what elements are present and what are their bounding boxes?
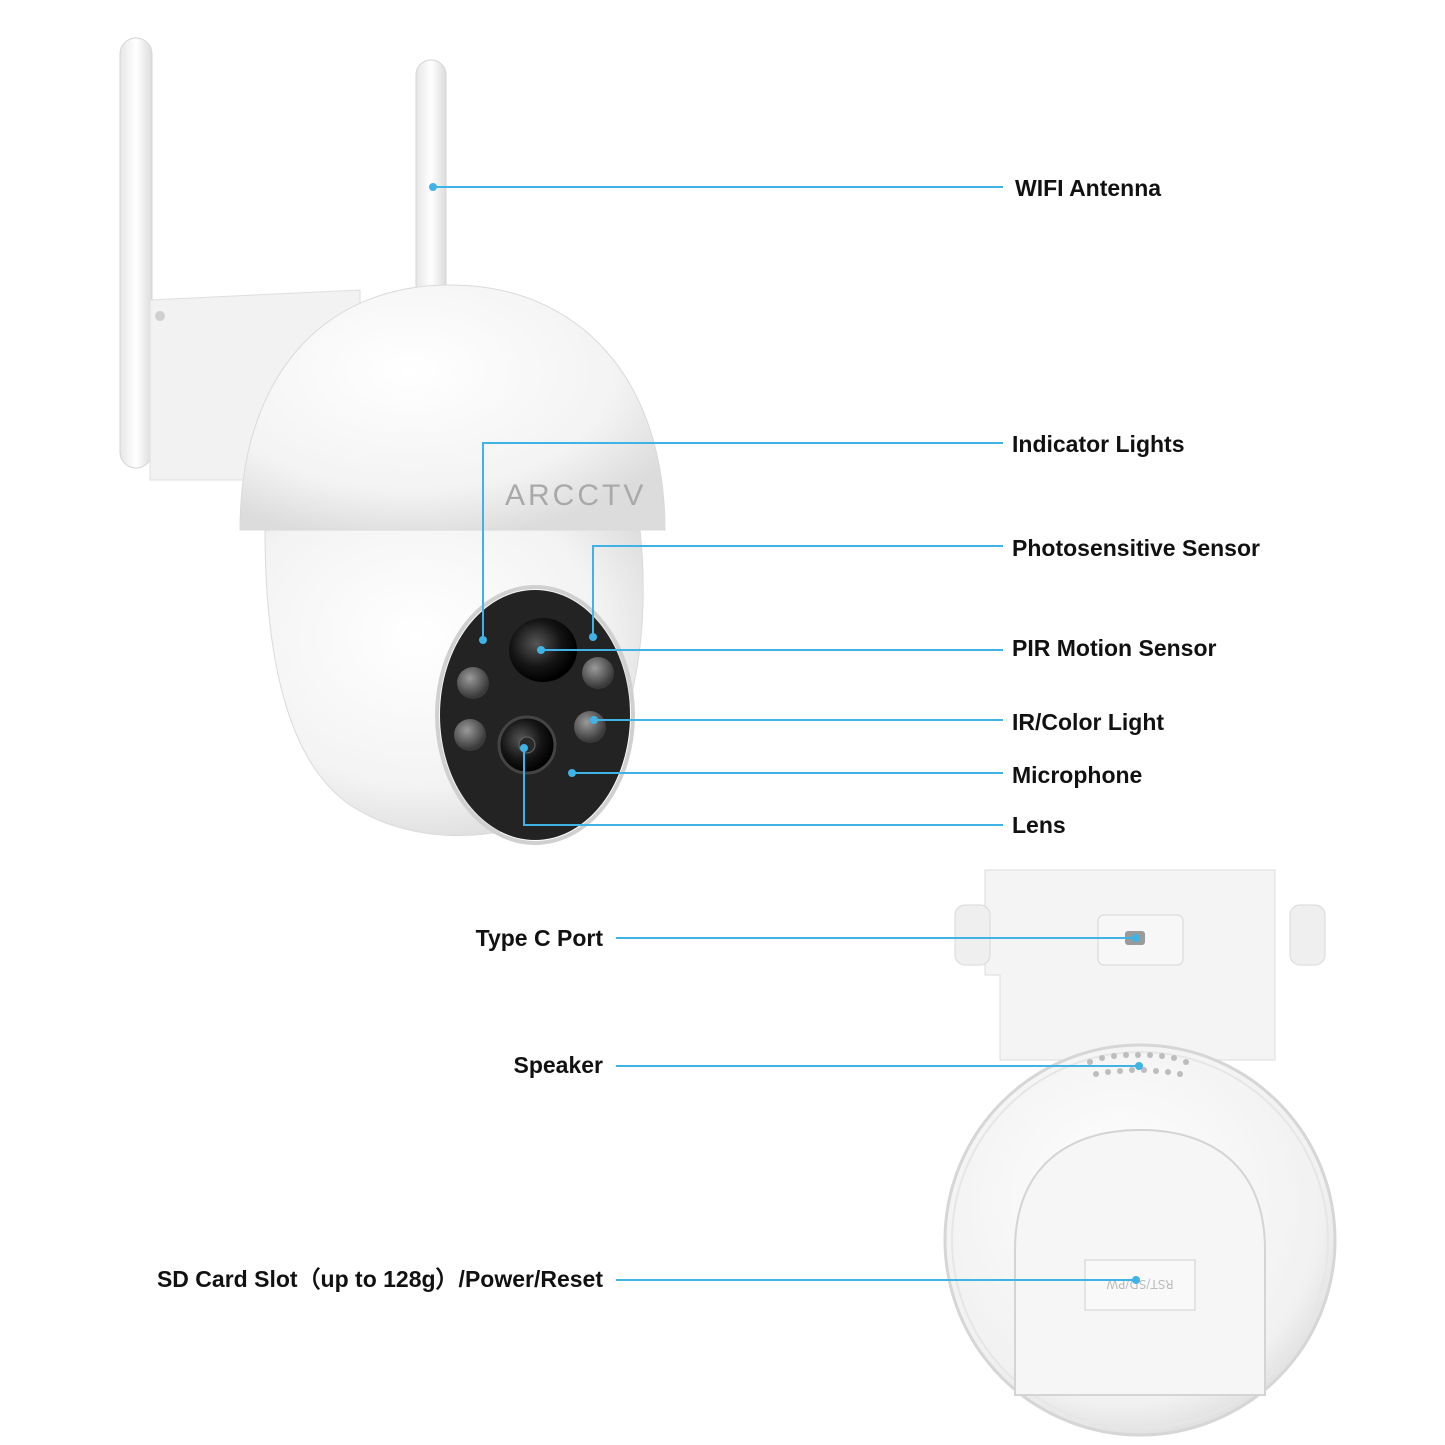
left-antenna xyxy=(119,37,153,469)
led-top-right xyxy=(582,657,614,689)
type-c-port-label: Type C Port xyxy=(475,925,603,951)
wifi-antenna-label: WIFI Antenna xyxy=(1015,175,1162,201)
lens-leader-line xyxy=(523,748,1003,826)
ir-color-light-label: IR/Color Light xyxy=(1012,709,1165,735)
photosensitive-sensor-leader-line xyxy=(592,545,1003,637)
back-camera-illustration: RST/SD/PW xyxy=(943,869,1337,1437)
lens-panel xyxy=(440,590,630,840)
indicator-lights-anchor-dot xyxy=(479,636,487,644)
sd-slot-cover xyxy=(1084,1259,1196,1311)
led-top-left xyxy=(457,667,489,699)
sd-card-slot-label: SD Card Slot（up to 128g）/Power/Reset xyxy=(156,1266,603,1292)
pir-motion-sensor-anchor-dot xyxy=(537,646,545,654)
type-c-port-anchor-dot xyxy=(1132,934,1140,942)
camera-dome xyxy=(239,284,666,531)
wifi-antenna-anchor-dot xyxy=(429,183,437,191)
lens-anchor-dot xyxy=(520,744,528,752)
pir-motion-sensor-label: PIR Motion Sensor xyxy=(1012,635,1217,661)
led-bottom-left xyxy=(454,719,486,751)
speaker-label: Speaker xyxy=(513,1052,603,1078)
photosensitive-sensor-label: Photosensitive Sensor xyxy=(1012,535,1260,561)
speaker-anchor-dot xyxy=(1135,1062,1143,1070)
lens-label: Lens xyxy=(1012,812,1066,838)
callout-layer xyxy=(429,183,1143,1284)
indicator-lights-label: Indicator Lights xyxy=(1012,431,1185,457)
front-camera-illustration: ARCCTV xyxy=(119,37,666,845)
ir-color-light-anchor-dot xyxy=(590,716,598,724)
microphone-anchor-dot xyxy=(568,769,576,777)
sd-card-slot-anchor-dot xyxy=(1132,1276,1140,1284)
speaker-grille xyxy=(1087,1052,1189,1077)
indicator-lights-leader-line xyxy=(482,442,1003,640)
led-bottom-right xyxy=(574,711,606,743)
photosensitive-sensor-anchor-dot xyxy=(589,633,597,641)
brand-logo: ARCCTV xyxy=(505,479,646,512)
microphone-label: Microphone xyxy=(1012,762,1143,788)
